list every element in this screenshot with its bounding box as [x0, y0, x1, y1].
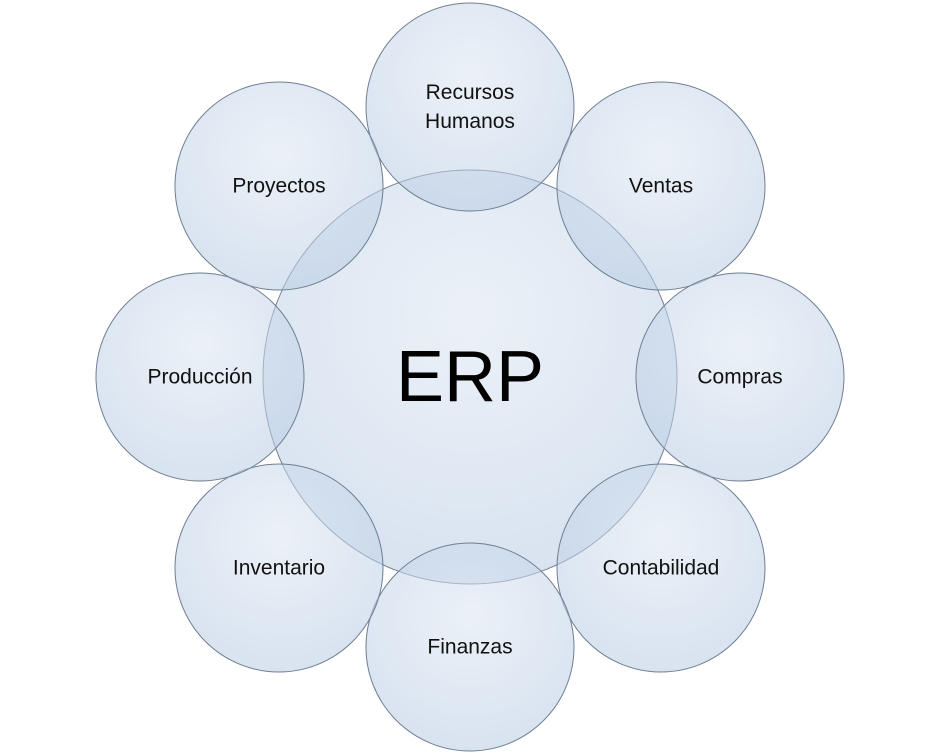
module-node-proyectos: Proyectos [174, 81, 384, 291]
erp-center-label: ERP [396, 337, 544, 417]
module-label-proyectos: Proyectos [232, 175, 325, 198]
module-circle-produccion [95, 272, 305, 482]
module-label-recursos-humanos-line-1: Recursos [426, 81, 515, 104]
module-label-inventario: Inventario [233, 557, 325, 580]
module-label-contabilidad: Contabilidad [603, 557, 720, 580]
module-circle-contabilidad [556, 463, 766, 673]
module-circle-ventas [556, 81, 766, 291]
module-circle-finanzas [365, 542, 575, 752]
module-node-finanzas: Finanzas [365, 542, 575, 752]
module-label-compras: Compras [697, 366, 782, 389]
module-label-ventas: Ventas [629, 175, 693, 198]
module-circle-proyectos [174, 81, 384, 291]
module-circle-compras [635, 272, 845, 482]
module-label-finanzas: Finanzas [427, 636, 512, 659]
erp-module-nodes: RecursosHumanosVentasComprasContabilidad… [95, 2, 845, 752]
module-node-produccion: Producción [95, 272, 305, 482]
module-node-contabilidad: Contabilidad [556, 463, 766, 673]
module-circle-recursos-humanos [365, 2, 575, 212]
module-label-produccion: Producción [147, 366, 252, 389]
module-node-inventario: Inventario [174, 463, 384, 673]
module-circle-inventario [174, 463, 384, 673]
module-node-compras: Compras [635, 272, 845, 482]
module-label-recursos-humanos-line-2: Humanos [425, 110, 515, 133]
module-node-ventas: Ventas [556, 81, 766, 291]
erp-center-node: ERP [262, 169, 678, 585]
